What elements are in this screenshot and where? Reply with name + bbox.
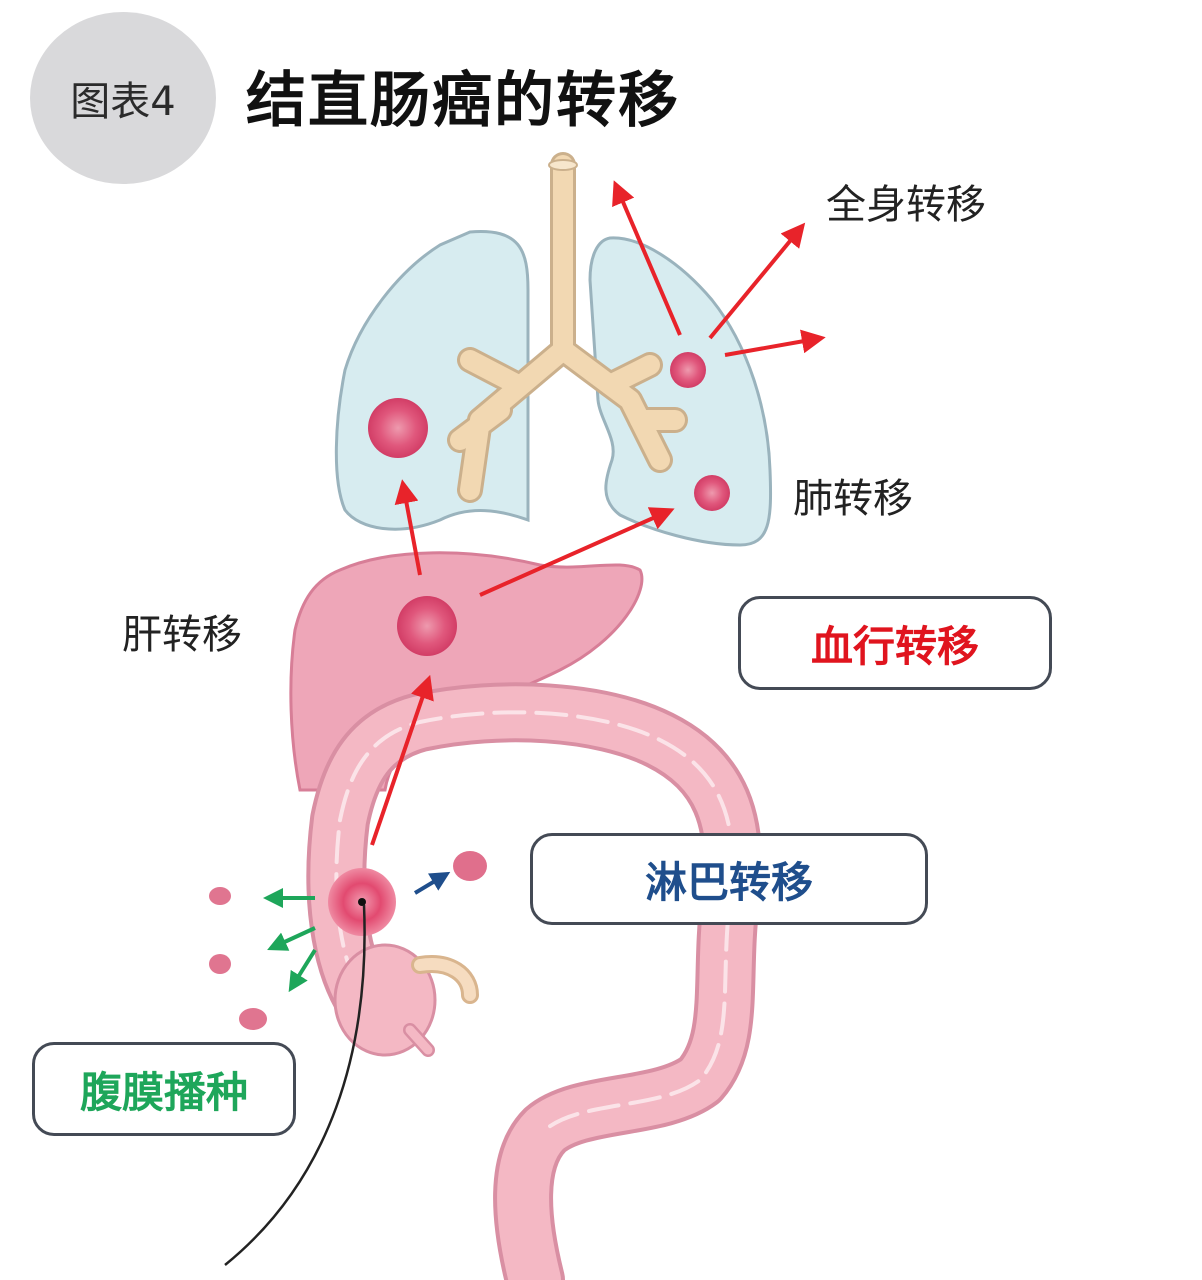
pointer-line: [224, 904, 366, 1266]
lymph-node: [453, 851, 487, 881]
systemic-metastasis-label: 全身转移: [826, 182, 986, 228]
peritoneal-seeding-label: 腹膜播种: [79, 1067, 248, 1117]
lungs: [334, 230, 773, 547]
lung-metastasis-label: 肺转移: [793, 476, 913, 522]
figure-number-badge: 图表4: [30, 12, 216, 184]
lymphatic-arrow: [413, 871, 451, 895]
peritoneal-arrows: [263, 888, 317, 993]
hematogenous-metastasis-label: 血行转移: [810, 621, 979, 671]
lymphatic-metastasis-label: 淋巴转移: [644, 857, 813, 907]
peritoneal-seeds: [209, 887, 267, 1030]
trachea: [447, 152, 688, 503]
liver-metastasis-label: 肝转移: [122, 612, 242, 658]
colon: [306, 682, 763, 1280]
figure-number-label: 图表4: [70, 79, 176, 125]
page-title: 结直肠癌的转移: [246, 66, 680, 136]
hematogenous-metastasis-box: 血行转移: [738, 596, 1052, 690]
peritoneal-seeding-box: 腹膜播种: [32, 1042, 296, 1136]
tumors: [328, 352, 730, 936]
hematogenous-arrows: [370, 180, 826, 846]
lymphatic-metastasis-box: 淋巴转移: [530, 833, 928, 925]
left-lung: [588, 236, 773, 547]
